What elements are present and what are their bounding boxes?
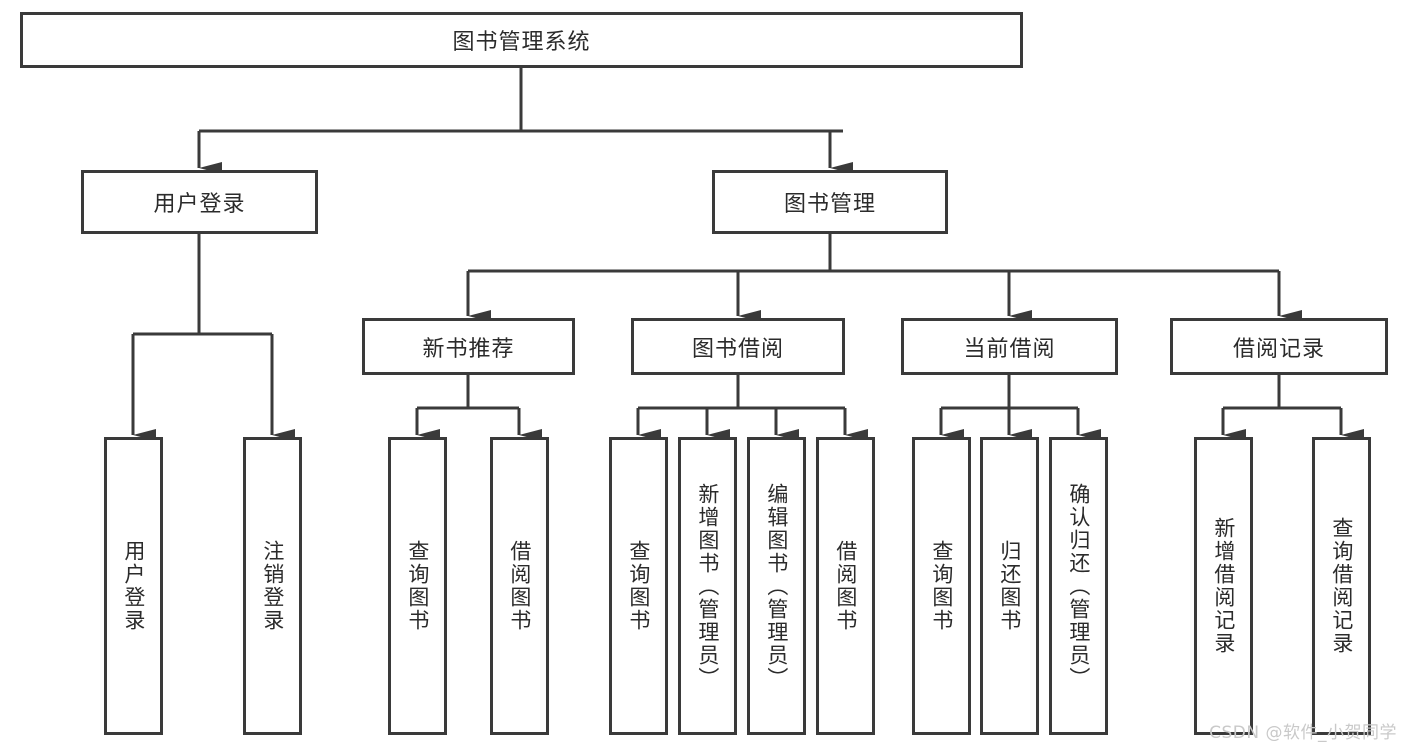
- node-new-book-recommend-label: 新书推荐: [422, 336, 515, 362]
- leaf-cb-confirm-return[interactable]: 确认归还（管理员）: [1049, 437, 1108, 735]
- leaf-nb-borrow-book[interactable]: 借阅图书: [490, 437, 549, 735]
- watermark: CSDN @软件_小贺同学: [1209, 723, 1397, 743]
- leaf-nb-query-book[interactable]: 查询图书: [388, 437, 447, 735]
- leaf-cb-return-book[interactable]: 归还图书: [980, 437, 1039, 735]
- leaf-br-query-record[interactable]: 查询借阅记录: [1312, 437, 1371, 735]
- leaf-nb-query-book-label: 查询图书: [405, 540, 430, 632]
- node-book-management[interactable]: 图书管理: [712, 170, 948, 234]
- node-root-label: 图书管理系统: [452, 30, 591, 55]
- leaf-br-query-record-label: 查询借阅记录: [1329, 517, 1354, 655]
- leaf-logout[interactable]: 注销登录: [243, 437, 302, 735]
- node-root[interactable]: 图书管理系统: [20, 12, 1023, 68]
- leaf-bb-query-book[interactable]: 查询图书: [609, 437, 668, 735]
- leaf-cb-confirm-return-label: 确认归还（管理员）: [1066, 482, 1091, 690]
- leaf-bb-query-book-label: 查询图书: [626, 540, 651, 632]
- leaf-bb-borrow-book[interactable]: 借阅图书: [816, 437, 875, 735]
- leaf-logout-label: 注销登录: [260, 540, 285, 632]
- node-book-borrow[interactable]: 图书借阅: [631, 318, 845, 375]
- node-book-management-label: 图书管理: [783, 192, 876, 217]
- node-borrow-record[interactable]: 借阅记录: [1170, 318, 1388, 375]
- leaf-br-add-record-label: 新增借阅记录: [1211, 517, 1236, 655]
- leaf-cb-return-book-label: 归还图书: [997, 540, 1022, 632]
- leaf-br-add-record[interactable]: 新增借阅记录: [1194, 437, 1253, 735]
- leaf-user-login-label: 用户登录: [121, 540, 146, 632]
- node-current-borrow-label: 当前借阅: [963, 336, 1056, 362]
- leaf-bb-add-book-label: 新增图书（管理员）: [695, 482, 720, 690]
- node-new-book-recommend[interactable]: 新书推荐: [362, 318, 575, 375]
- leaf-cb-query-book-label: 查询图书: [929, 540, 954, 632]
- leaf-bb-edit-book-label: 编辑图书（管理员）: [764, 482, 789, 690]
- node-borrow-record-label: 借阅记录: [1232, 336, 1325, 362]
- node-current-borrow[interactable]: 当前借阅: [901, 318, 1118, 375]
- leaf-bb-edit-book[interactable]: 编辑图书（管理员）: [747, 437, 806, 735]
- leaf-bb-borrow-book-label: 借阅图书: [833, 540, 858, 632]
- leaf-nb-borrow-book-label: 借阅图书: [507, 540, 532, 632]
- leaf-user-login[interactable]: 用户登录: [104, 437, 163, 735]
- node-user-login-label: 用户登录: [153, 192, 246, 217]
- leaf-cb-query-book[interactable]: 查询图书: [912, 437, 971, 735]
- leaf-bb-add-book[interactable]: 新增图书（管理员）: [678, 437, 737, 735]
- node-user-login[interactable]: 用户登录: [81, 170, 318, 234]
- node-book-borrow-label: 图书借阅: [691, 336, 784, 362]
